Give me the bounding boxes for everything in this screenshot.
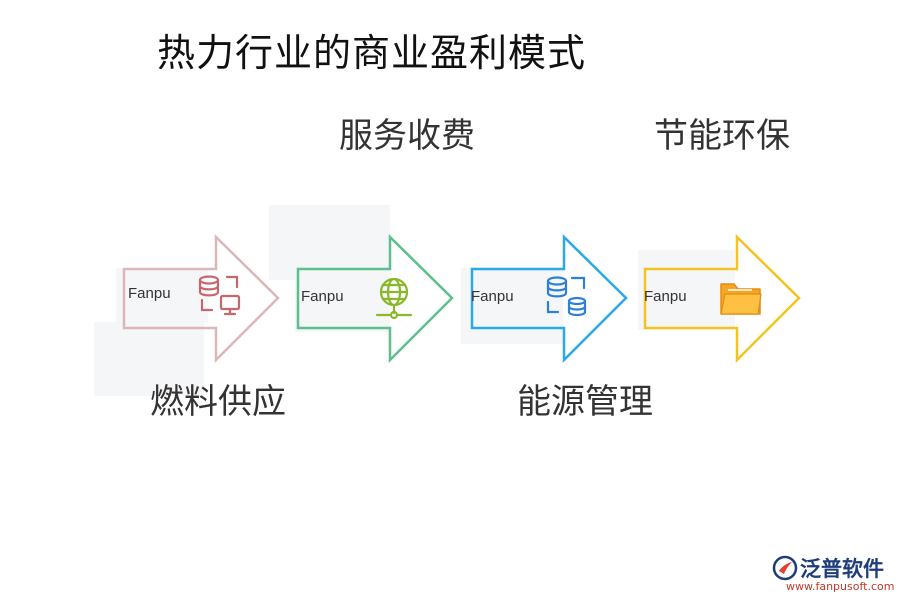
chevron-arrow-3 [470, 234, 628, 364]
shade-panel [295, 270, 390, 332]
chevron-arrow-2 [296, 234, 454, 364]
folder-icon [720, 283, 762, 315]
brand-logo-icon [772, 555, 798, 581]
shade-panel [94, 322, 204, 396]
brand-watermark: 泛普软件 www.fanpusoft.com [772, 553, 895, 597]
stage-2-label: 服务收费 [339, 116, 475, 156]
stage-3-label: 能源管理 [517, 382, 653, 422]
chevron-arrow-4 [643, 234, 801, 364]
stage-3-watermark: Fanpu [471, 288, 514, 305]
brand-url: www.fanpusoft.com [786, 580, 895, 593]
shade-panel [116, 268, 208, 322]
stage-1-label: 燃料供应 [150, 382, 286, 422]
stage-1-watermark: Fanpu [128, 285, 171, 302]
shade-panel [269, 205, 390, 280]
stage-4-watermark: Fanpu [644, 288, 687, 305]
diagram-title: 热力行业的商业盈利模式 [157, 31, 587, 75]
chevron-arrow-1 [122, 234, 280, 364]
brand-name: 泛普软件 [800, 557, 884, 581]
shade-panel [461, 268, 563, 344]
globe-network-icon [375, 277, 413, 320]
stage-2-watermark: Fanpu [301, 288, 344, 305]
database-sync-icon [546, 276, 587, 317]
shade-panel [638, 250, 735, 330]
stage-4-label: 节能环保 [654, 116, 790, 156]
database-computer-icon [198, 275, 241, 316]
